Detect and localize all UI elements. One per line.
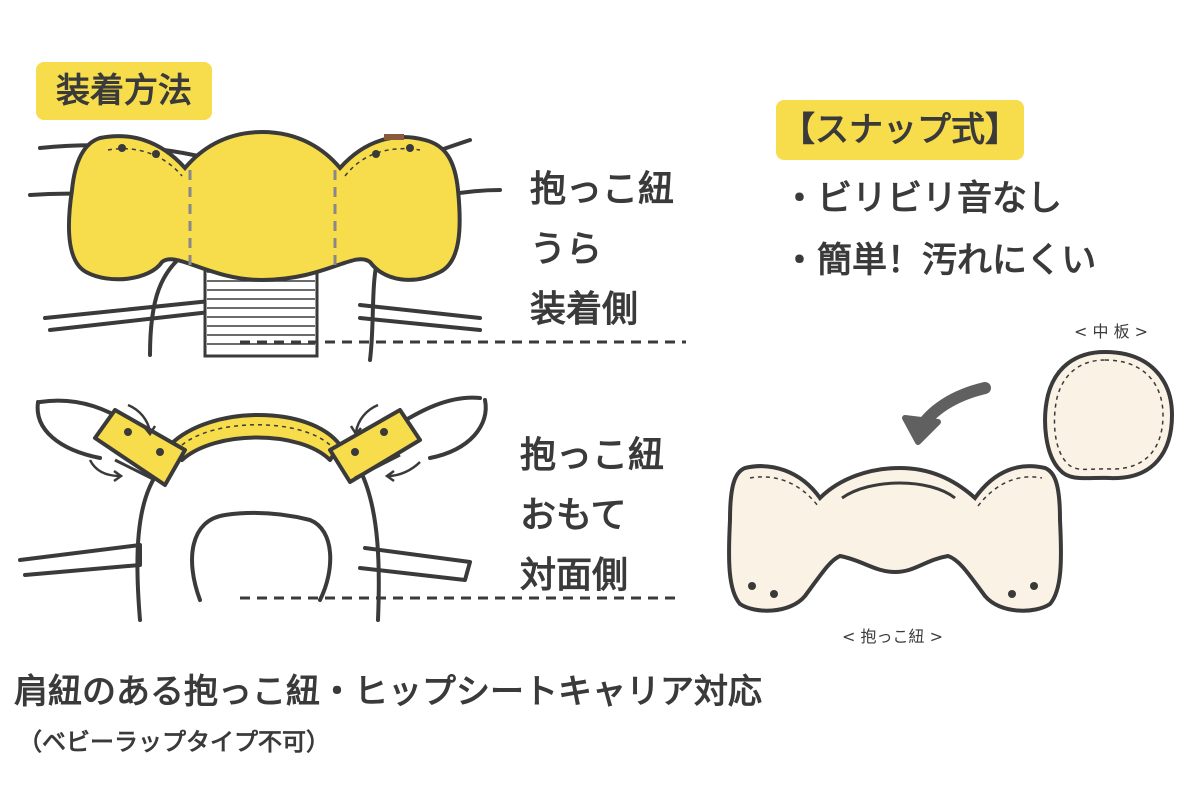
back-side-label: 抱っこ紐 うら 装着側 xyxy=(530,160,674,340)
snap-dots-carrier xyxy=(748,582,1038,598)
snap-dots-top xyxy=(118,144,414,158)
yellow-snap-right xyxy=(328,408,422,484)
front-side-label: 抱っこ紐 おもて 対面側 xyxy=(520,426,664,606)
feature-item-easy: ・簡単！汚れにくい xyxy=(782,241,1097,281)
fold-arrows xyxy=(88,403,421,483)
feature-item-quiet: ・ビリビリ音なし xyxy=(782,179,1063,219)
center-board xyxy=(1043,349,1175,481)
back-side-line1: 抱っこ紐 xyxy=(530,169,675,210)
front-side-line3: 対面側 xyxy=(520,555,629,596)
back-side-line3: 装着側 xyxy=(530,289,639,330)
method-tag: 装着方法 xyxy=(36,62,212,120)
carrier-stitch xyxy=(749,476,1043,507)
carrier-pocket xyxy=(841,481,956,500)
feature-list: ・ビリビリ音なし ・簡単！汚れにくい xyxy=(782,168,1096,292)
yellow-pad-back xyxy=(66,129,462,283)
carrier-pad-label: < 抱っこ紐 > xyxy=(842,627,943,646)
compatibility-note: 肩紐のある抱っこ紐・ヒップシートキャリア対応 xyxy=(14,672,762,712)
exclusion-note: （ベビーラップタイプ不可） xyxy=(18,728,330,756)
center-board-label: < 中 板 > xyxy=(1074,322,1149,341)
front-side-line1: 抱っこ紐 xyxy=(520,435,665,476)
pad-tag xyxy=(384,134,404,140)
snap-type-tag: 【スナップ式】 xyxy=(776,100,1024,160)
curved-arrow-head xyxy=(902,415,941,445)
yellow-snap-left xyxy=(93,408,187,487)
yellow-arch-strap xyxy=(168,413,342,462)
carrier-pad xyxy=(727,464,1063,613)
back-side-line2: うら xyxy=(530,229,603,270)
center-board-stitch xyxy=(1053,359,1164,471)
front-side-line2: おもて xyxy=(520,495,627,536)
